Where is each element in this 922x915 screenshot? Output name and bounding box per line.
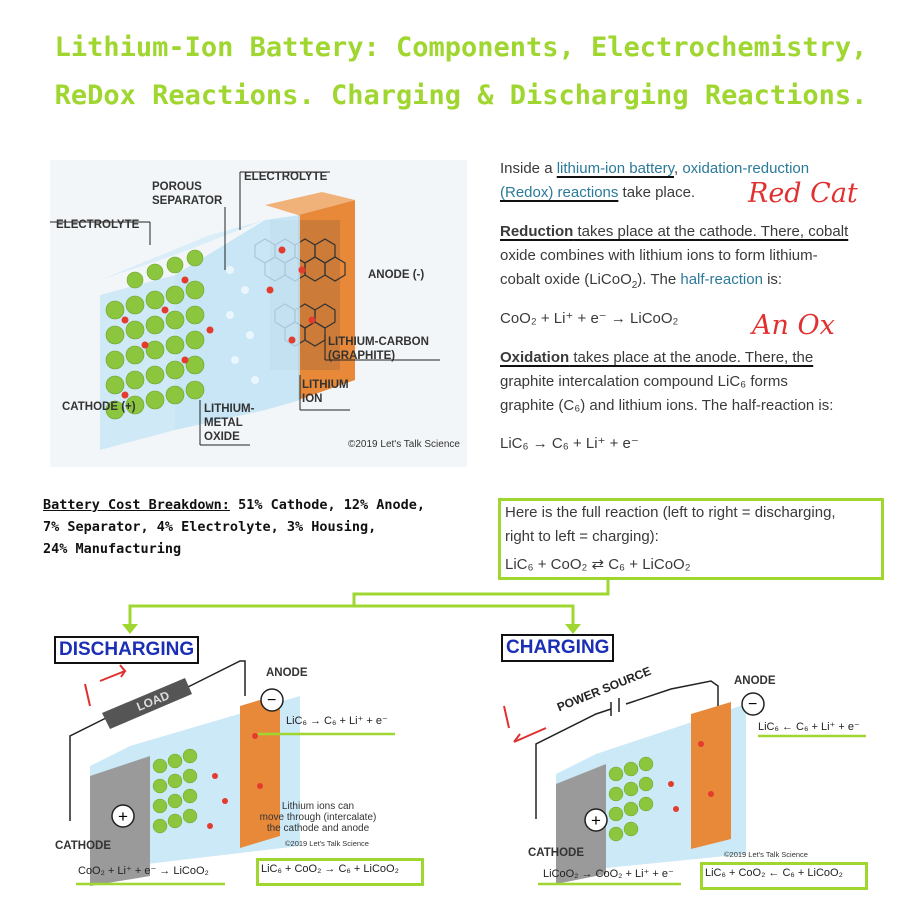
- label-electrolyte-top: ELECTROLYTE: [244, 171, 328, 183]
- label-separator: SEPARATOR: [152, 195, 223, 207]
- svg-text:+: +: [118, 807, 128, 826]
- label-electrolyte-left: ELECTROLYTE: [56, 219, 140, 231]
- label-lithium: LITHIUM: [302, 379, 349, 391]
- discharging-title: DISCHARGING: [54, 636, 200, 664]
- svg-text:+: +: [591, 811, 601, 830]
- redox-intro: Inside a lithium-ion battery, oxidation-…: [500, 160, 810, 201]
- discharging-panel: + − DISCHARGING LOAD ANODE LiC₆ → C₆ + L…: [40, 636, 460, 886]
- discharging-illustration: + −: [69, 660, 395, 886]
- label-graphite: (GRAPHITE): [328, 350, 396, 362]
- label-lithium-metal-oxide-2: METAL: [204, 417, 243, 429]
- label-cathode: CATHODE (+): [62, 401, 136, 413]
- discharging-credit: ©2019 Let's Talk Science: [285, 839, 369, 848]
- handwritten-red-cat: Red Cat: [748, 178, 858, 209]
- charging-illustration: + −: [503, 680, 866, 886]
- label-lithium-metal-oxide-3: OXIDE: [204, 431, 240, 443]
- link-half-reaction[interactable]: half-reaction: [680, 271, 763, 288]
- page-title-line-2: ReDox Reactions. Charging & Discharging …: [54, 80, 868, 111]
- label-lithium-carbon: LITHIUM-CARBON: [328, 336, 429, 348]
- charging-credit: ©2019 Let's Talk Science: [724, 850, 808, 859]
- link-lithium-ion-battery[interactable]: lithium-ion battery: [556, 160, 674, 177]
- battery-diagram: ELECTROLYTE POROUS SEPARATOR ELECTROLYTE…: [50, 160, 467, 467]
- credit: ©2019 Let's Talk Science: [348, 439, 460, 450]
- svg-text:−: −: [748, 696, 757, 713]
- cathode-half-reaction: CoO₂ + Li⁺ + e⁻ → LiCoO₂: [500, 310, 679, 327]
- label-anode: ANODE (-): [368, 269, 425, 281]
- charging-anode-label: ANODE: [734, 675, 776, 687]
- label-porous: POROUS: [152, 181, 202, 193]
- label-ion: ION: [302, 393, 323, 405]
- link-redox[interactable]: oxidation-reduction: [682, 160, 810, 177]
- cost-breakdown: Battery Cost Breakdown: 51% Cathode, 12%…: [43, 497, 426, 557]
- full-reaction-box: Here is the full reaction (left to right…: [498, 498, 884, 580]
- reduction-paragraph: Reduction takes place at the cathode. Th…: [500, 223, 849, 291]
- charging-title: CHARGING: [501, 634, 615, 662]
- discharging-cathode-equation: CoO₂ + Li⁺ + e⁻ → LiCoO₂: [78, 865, 209, 877]
- handwritten-an-ox: An Ox: [752, 310, 835, 341]
- charging-anode-equation: LiC₆ ← C₆ + Li⁺ + e⁻: [758, 721, 860, 733]
- discharging-anode-label: ANODE: [266, 667, 308, 679]
- battery-illustration: [50, 171, 440, 450]
- discharging-full-equation: LiC₆ + CoO₂ → C₆ + LiCoO₂: [256, 858, 424, 886]
- full-reaction-equation: LiC₆ + CoO₂ ⇄ C₆ + LiCoO₂: [505, 556, 691, 573]
- anode-half-reaction: LiC₆ → C₆ + Li⁺ + e⁻: [500, 435, 639, 452]
- charging-panel: + − CHARGING POWER SOURCE ANODE LiC₆ ← C…: [496, 634, 876, 890]
- discharging-anode-equation: LiC₆ → C₆ + Li⁺ + e⁻: [286, 715, 388, 727]
- charging-cathode-label: CATHODE: [528, 847, 585, 859]
- label-lithium-metal-oxide-1: LITHIUM-: [204, 403, 255, 415]
- page-title-line-1: Lithium-Ion Battery: Components, Electro…: [54, 32, 868, 63]
- svg-text:−: −: [267, 692, 276, 709]
- charging-full-equation: LiC₆ + CoO₂ ← C₆ + LiCoO₂: [700, 862, 868, 890]
- discharging-cathode-label: CATHODE: [55, 840, 112, 852]
- charging-cathode-equation: LiCoO₂ → CoO₂ + Li⁺ + e⁻: [543, 868, 674, 880]
- oxidation-paragraph: Oxidation takes place at the anode. Ther…: [500, 349, 834, 414]
